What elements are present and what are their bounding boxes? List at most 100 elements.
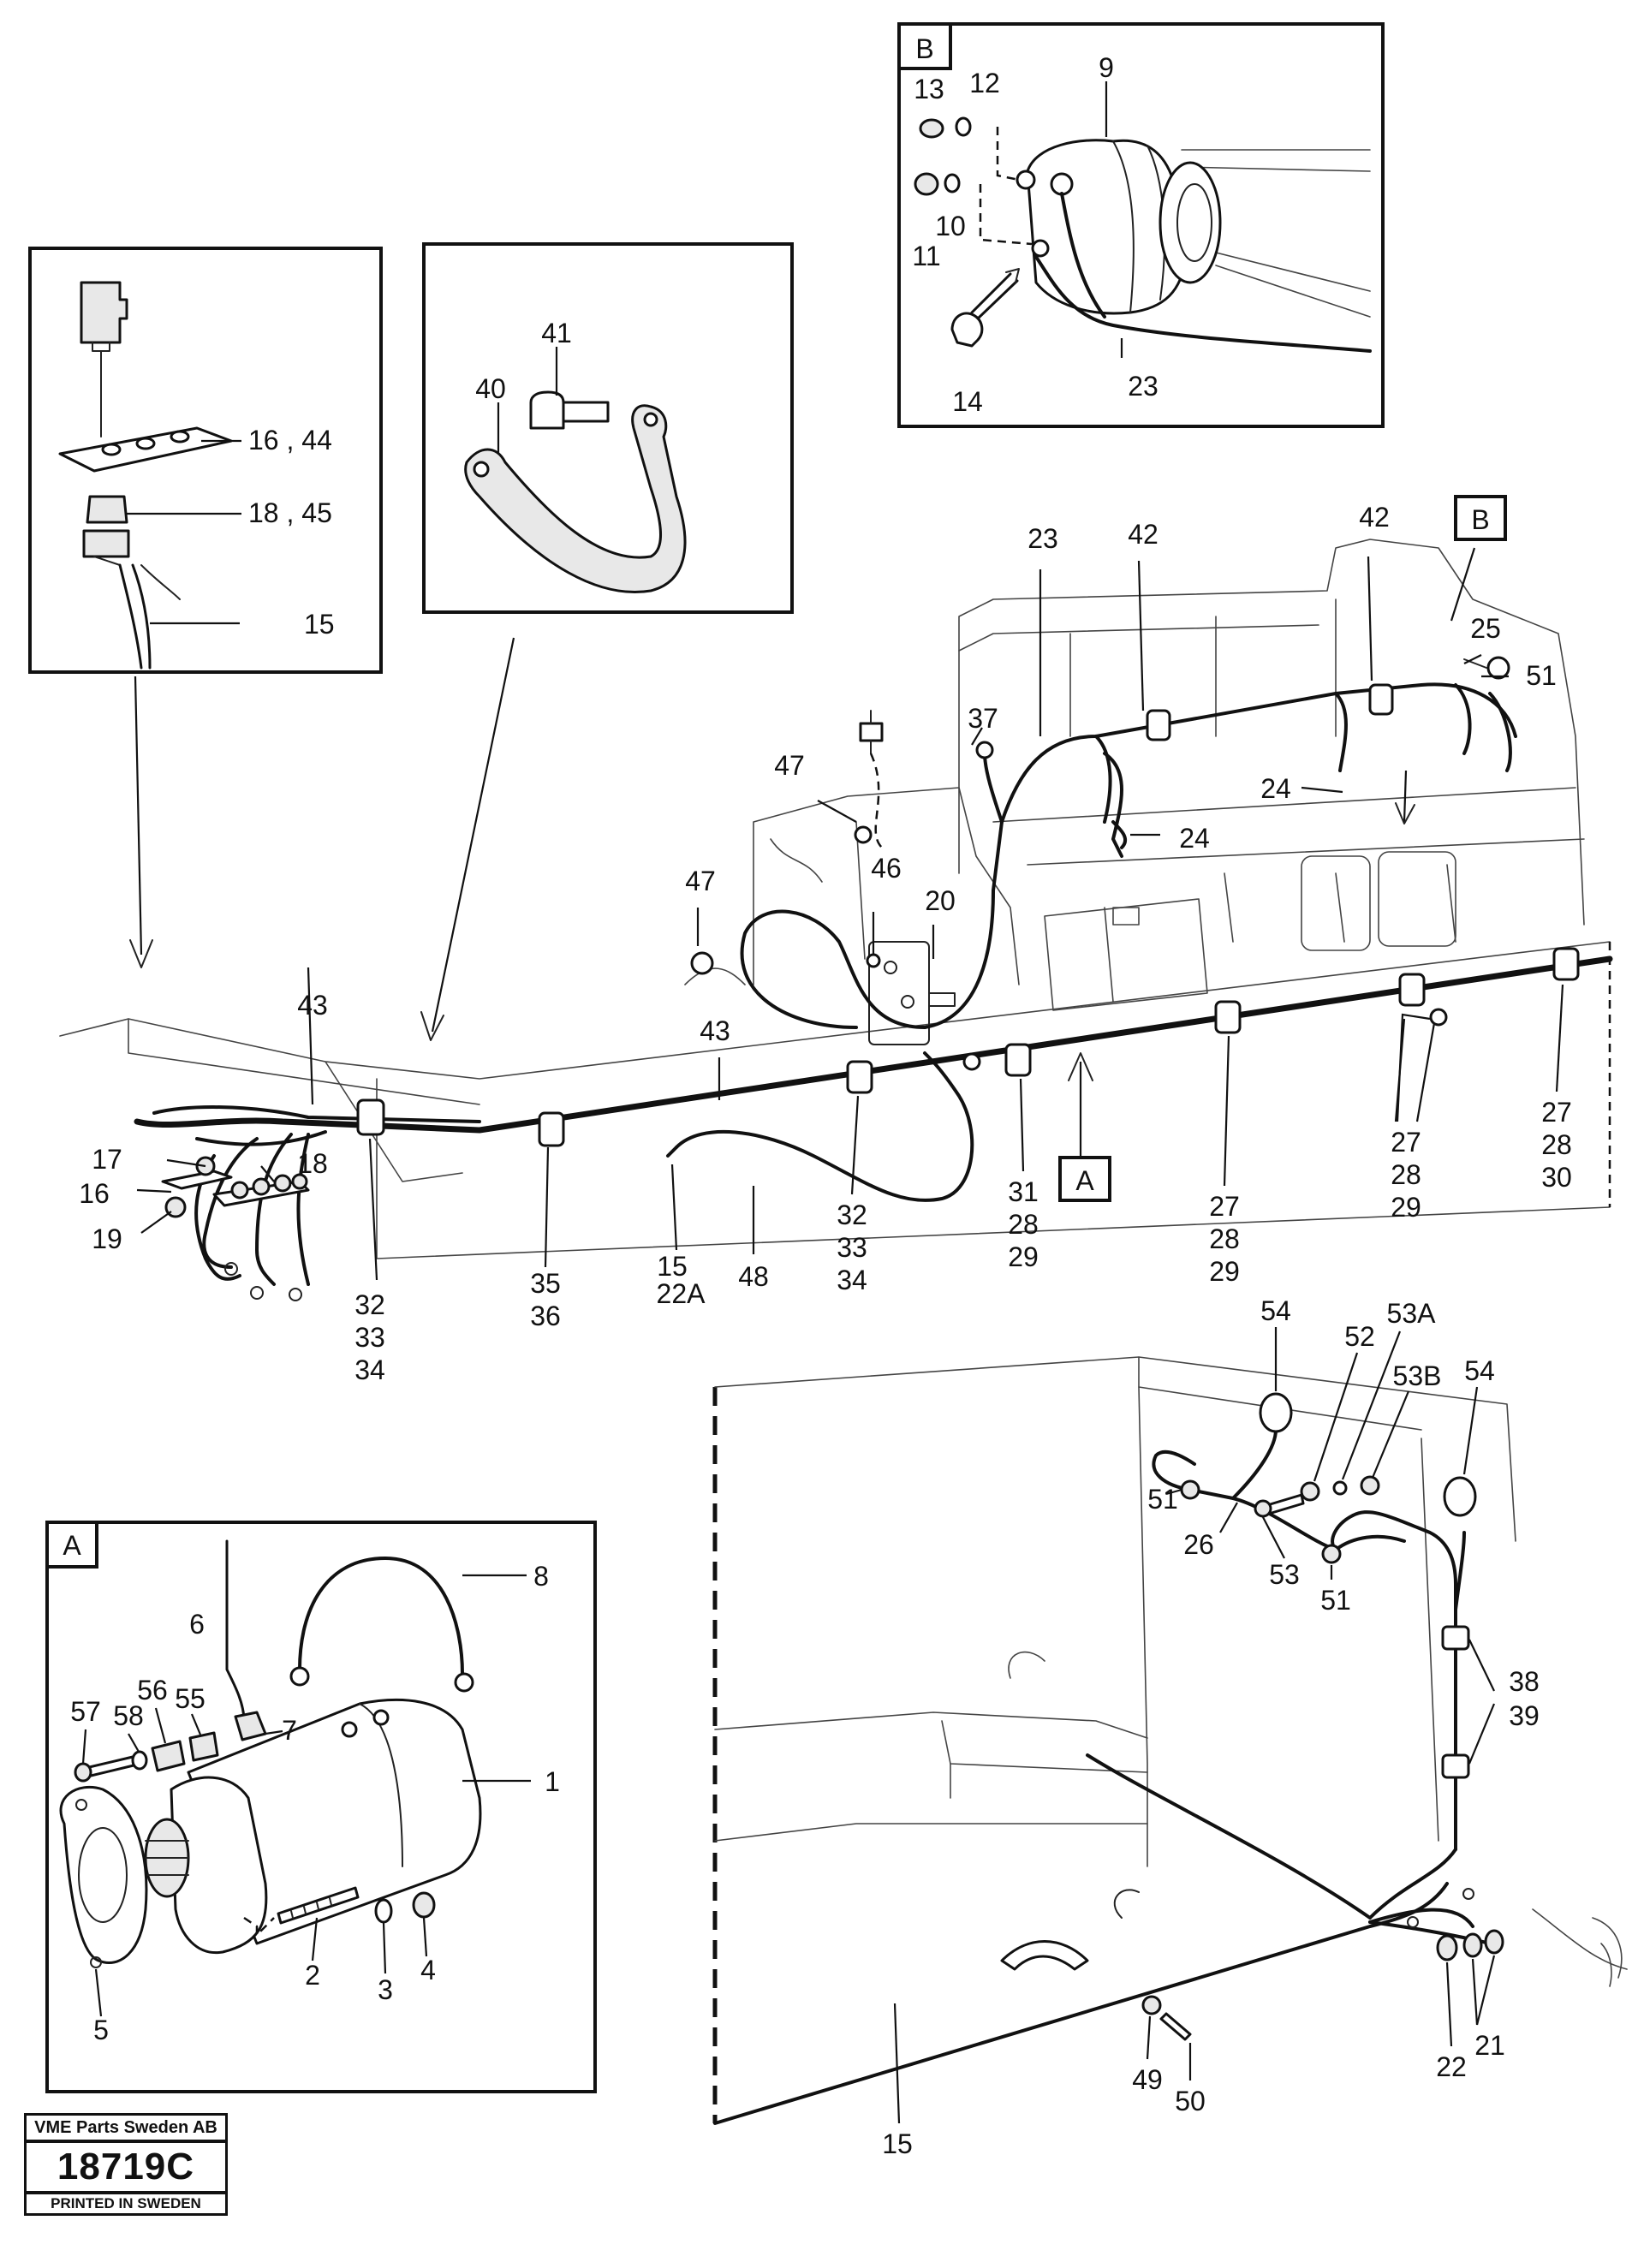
label-43-b: 43 [700, 1015, 730, 1046]
main-harness [134, 682, 1613, 1286]
label-51-left: 51 [1147, 1484, 1178, 1515]
label-33-b: 33 [837, 1232, 867, 1263]
label-22: 22 [1436, 2051, 1467, 2082]
label-23: 23 [1027, 523, 1058, 554]
label-7: 7 [282, 1715, 297, 1746]
label-27-c: 27 [1541, 1097, 1572, 1128]
callout-b-label: B [1471, 504, 1489, 535]
label-6: 6 [189, 1609, 205, 1640]
inset-a-leaders [81, 1707, 428, 2017]
label-41: 41 [541, 318, 572, 348]
label-34-a: 34 [354, 1354, 385, 1385]
callout-a-label: A [1075, 1165, 1094, 1196]
label-30-c: 30 [1541, 1162, 1572, 1193]
label-10: 10 [935, 211, 966, 241]
label-4: 4 [420, 1955, 436, 1985]
label-54-b: 54 [1464, 1355, 1495, 1386]
label-33-a: 33 [354, 1322, 385, 1353]
label-47-a: 47 [774, 750, 805, 781]
label-35: 35 [530, 1268, 561, 1299]
label-21: 21 [1474, 2030, 1505, 2061]
label-28-a: 28 [1209, 1223, 1240, 1254]
label-24-b: 24 [1179, 823, 1210, 854]
label-22a: 22A [657, 1278, 706, 1309]
label-25: 25 [1470, 613, 1501, 644]
label-9: 9 [1099, 52, 1114, 83]
label-28-b: 28 [1391, 1159, 1421, 1190]
label-5: 5 [93, 2015, 109, 2045]
label-2: 2 [305, 1960, 320, 1991]
label-52: 52 [1344, 1321, 1375, 1352]
label-1: 1 [545, 1766, 560, 1797]
label-39: 39 [1509, 1700, 1540, 1731]
label-40: 40 [475, 373, 506, 404]
label-55: 55 [175, 1683, 205, 1714]
label-15-rear: 15 [882, 2128, 913, 2159]
label-53: 53 [1269, 1559, 1300, 1590]
label-57: 57 [70, 1696, 101, 1727]
label-50: 50 [1175, 2086, 1206, 2116]
label-53b: 53B [1393, 1360, 1442, 1391]
callout-b: B [1454, 495, 1507, 541]
callout-a: A [1058, 1156, 1111, 1202]
label-20: 20 [925, 885, 956, 916]
label-29-b: 29 [1391, 1192, 1421, 1223]
label-26: 26 [1183, 1529, 1214, 1560]
label-36: 36 [530, 1301, 561, 1331]
chassis-outline [59, 941, 1611, 1259]
terminal-block [161, 1156, 310, 1301]
inset-sensor [28, 247, 383, 674]
label-13: 13 [914, 74, 944, 104]
label-46: 46 [871, 853, 902, 884]
rear-harness [713, 1392, 1504, 2125]
label-37: 37 [968, 703, 998, 734]
label-27-a: 27 [1209, 1191, 1240, 1222]
label-29-d: 29 [1008, 1241, 1039, 1272]
label-24-a: 24 [1260, 773, 1291, 804]
label-23-inset: 23 [1128, 371, 1159, 402]
label-32-b: 32 [837, 1199, 867, 1230]
inset-b-tag: B [915, 33, 933, 64]
label-12: 12 [969, 68, 1000, 98]
harness-clips [356, 656, 1580, 1147]
label-15-mid: 15 [657, 1251, 688, 1282]
label-42-b: 42 [1359, 502, 1390, 533]
label-18-45: 18 , 45 [248, 497, 332, 528]
label-38: 38 [1509, 1666, 1540, 1697]
label-27-b: 27 [1391, 1127, 1421, 1158]
label-32-a: 32 [354, 1289, 385, 1320]
label-18: 18 [297, 1148, 328, 1179]
label-53a: 53A [1387, 1298, 1437, 1329]
label-16: 16 [79, 1178, 110, 1209]
label-54-a: 54 [1260, 1295, 1291, 1326]
leader-lines [129, 547, 1564, 2124]
label-19: 19 [92, 1223, 122, 1254]
label-48: 48 [738, 1261, 769, 1292]
label-42-a: 42 [1128, 519, 1159, 550]
label-16-44: 16 , 44 [248, 425, 332, 455]
label-28-c: 28 [1541, 1129, 1572, 1160]
label-14: 14 [952, 386, 983, 417]
label-31: 31 [1008, 1176, 1039, 1207]
label-11: 11 [912, 241, 940, 271]
label-51-top: 51 [1526, 660, 1557, 691]
inset-alternator [897, 22, 1385, 428]
rear-frame [712, 1356, 1628, 2123]
footer-drawing-number: 18719C [24, 2140, 228, 2194]
label-15-inset: 15 [304, 609, 335, 640]
label-58: 58 [113, 1700, 144, 1731]
engine-block [684, 539, 1585, 1045]
label-29-a: 29 [1209, 1256, 1240, 1287]
footer-printed: PRINTED IN SWEDEN [24, 2192, 228, 2216]
footer-company: VME Parts Sweden AB [24, 2113, 228, 2142]
part-labels: 16 , 44 18 , 45 15 41 40 13 12 9 10 11 1… [70, 52, 1572, 2159]
label-3: 3 [378, 1974, 393, 2005]
label-8: 8 [533, 1561, 549, 1592]
label-49: 49 [1132, 2064, 1163, 2095]
label-28-d: 28 [1008, 1209, 1039, 1240]
inset-a-tag: A [63, 1530, 81, 1561]
label-51-right: 51 [1320, 1585, 1351, 1616]
label-17: 17 [92, 1144, 122, 1175]
label-43-a: 43 [297, 990, 328, 1021]
inset-starter [45, 1521, 597, 2093]
